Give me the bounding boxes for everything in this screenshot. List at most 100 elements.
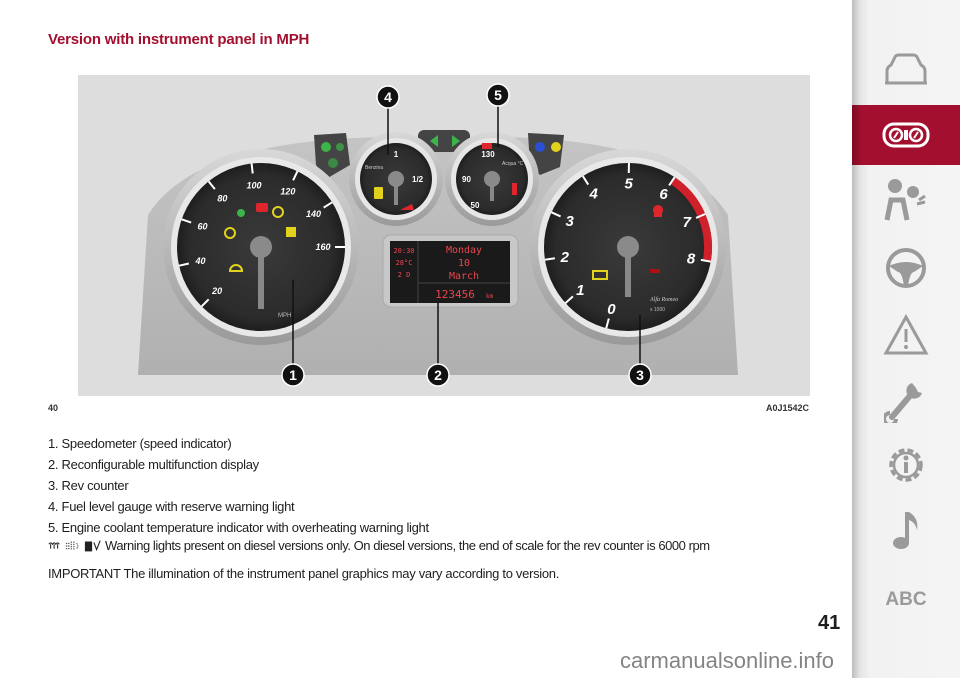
- multifunction-display: 20:30 28°C 2 D Monday 10 March 123456 km: [382, 234, 519, 308]
- svg-text:5: 5: [494, 87, 502, 103]
- speedometer-tick: [323, 201, 333, 209]
- steering-wheel-icon: [886, 248, 926, 288]
- fuel-tick-half: 1/2: [412, 175, 424, 184]
- temp-tick-50: 50: [471, 201, 480, 210]
- rev-counter-tick-label: 7: [683, 214, 692, 231]
- sidebar-item-safety[interactable]: [852, 170, 960, 230]
- display-temperature: 28°C: [396, 259, 413, 267]
- rev-counter-tick: [605, 318, 610, 329]
- rev-counter-tick-label: 5: [625, 175, 634, 192]
- speedometer-tick: [292, 170, 299, 181]
- temp-label: Acqua °C: [502, 161, 524, 167]
- display-month: March: [449, 271, 479, 282]
- legend-item: 5. Engine coolant temperature indicator …: [48, 520, 429, 535]
- fuel-label: Benzina: [365, 165, 383, 171]
- sidebar-item-instrument-panel[interactable]: [852, 105, 960, 165]
- turn-left-indicator: [430, 135, 438, 147]
- turn-signal-pod: [418, 130, 470, 152]
- fuel-gauge: 1 1/2 Benzina: [349, 132, 443, 226]
- speedometer-tick-label: 160: [315, 242, 330, 252]
- speedometer-tick-label: 60: [197, 222, 207, 232]
- rev-counter-tick-label: 8: [687, 250, 696, 267]
- page-number: 41: [818, 612, 841, 634]
- wrench-icon: [884, 383, 922, 423]
- rev-counter-tick: [700, 258, 711, 263]
- legend-item: 4. Fuel level gauge with reserve warning…: [48, 499, 295, 514]
- figure-code: A0J1542C: [766, 403, 810, 413]
- speedometer-tick: [207, 180, 216, 190]
- svg-text:3: 3: [636, 367, 644, 383]
- turn-right-indicator: [452, 135, 460, 147]
- watermark: carmanualsonline.info: [620, 648, 835, 673]
- speedometer-tick: [250, 163, 254, 174]
- sidebar-item-technical-data[interactable]: [852, 435, 960, 495]
- glow-plug-icon: [48, 541, 60, 549]
- speedometer-tick: [181, 218, 192, 224]
- rev-counter-tick-label: 1: [576, 282, 584, 299]
- speedometer-tick-label: 40: [195, 256, 206, 266]
- temp-tick-90: 90: [462, 175, 471, 184]
- callout-5: 5: [486, 83, 510, 147]
- rev-counter-tick: [668, 176, 676, 187]
- display-gear: 2 D: [398, 271, 411, 279]
- callout-4: 4: [376, 85, 400, 155]
- rev-counter-tick-label: 4: [588, 185, 598, 202]
- callout-2: 2: [426, 303, 450, 387]
- legend-item: 3. Rev counter: [48, 478, 129, 493]
- rev-multiplier: x 1000: [650, 307, 665, 313]
- speed-unit: MPH: [278, 313, 291, 319]
- sidebar-item-maintenance[interactable]: [852, 370, 960, 430]
- speedometer-tick-label: 20: [211, 286, 222, 296]
- speedometer-tick-label: 120: [280, 186, 295, 196]
- water-in-fuel-icon: [84, 539, 101, 551]
- sidebar-item-emergency[interactable]: [852, 305, 960, 365]
- speedometer-tick: [200, 298, 210, 308]
- rev-counter-tick: [695, 213, 706, 219]
- abc-index: ABC: [885, 589, 927, 610]
- rev-brand: Alfa Romeo: [649, 296, 678, 303]
- car-icon: [885, 53, 927, 85]
- svg-text:4: 4: [384, 89, 392, 105]
- svg-text:1: 1: [289, 367, 297, 383]
- callout-3: 3: [628, 315, 652, 387]
- gear-info-icon: [889, 448, 923, 482]
- display-date: 10: [458, 258, 470, 269]
- callout-1: 1: [281, 280, 305, 387]
- sidebar-item-index[interactable]: ABC: [852, 570, 960, 630]
- speedometer-tick-label: 80: [217, 194, 227, 204]
- overheating-warning-icon: [512, 183, 517, 195]
- diesel-note-text: Warning lights present on diesel version…: [105, 538, 710, 553]
- rev-counter-tick: [582, 175, 590, 186]
- rev-counter-tick: [551, 211, 562, 218]
- rev-counter-tick: [544, 257, 556, 261]
- speedometer-tick-label: 140: [306, 209, 321, 219]
- coolant-temperature-gauge: 130 90 50 Acqua °C: [445, 132, 539, 226]
- music-note-icon: [893, 512, 918, 549]
- speedometer-tick: [178, 262, 190, 267]
- temp-tick-130: 130: [481, 150, 495, 159]
- section-title: Version with instrument panel in MPH: [48, 31, 310, 48]
- figure-number: 40: [48, 403, 59, 413]
- rev-counter-tick-label: 6: [659, 186, 668, 203]
- instrument-panel-icon: [882, 122, 930, 148]
- display-odometer: 123456: [435, 288, 475, 301]
- sidebar-item-multimedia[interactable]: [852, 500, 960, 560]
- rev-counter-tick: [564, 295, 574, 304]
- legend-item: 1. Speedometer (speed indicator): [48, 436, 232, 451]
- airbag-icon: [884, 179, 926, 221]
- sidebar-item-car[interactable]: [852, 40, 960, 100]
- fuel-tick-full: 1: [394, 150, 399, 159]
- warning-triangle-icon: [883, 314, 929, 355]
- display-odometer-unit: km: [486, 293, 494, 300]
- rev-counter-tick-label: 3: [566, 213, 575, 230]
- sidebar-item-starting-driving[interactable]: [852, 238, 960, 298]
- legend-item: 2. Reconfigurable multifunction display: [48, 457, 259, 472]
- legend-list: 1. Speedometer (speed indicator) 2. Reco…: [48, 433, 429, 538]
- display-time: 20:30: [393, 247, 414, 255]
- chapter-sidebar: ABC: [852, 0, 960, 678]
- rev-counter-tick-label: 0: [607, 301, 616, 318]
